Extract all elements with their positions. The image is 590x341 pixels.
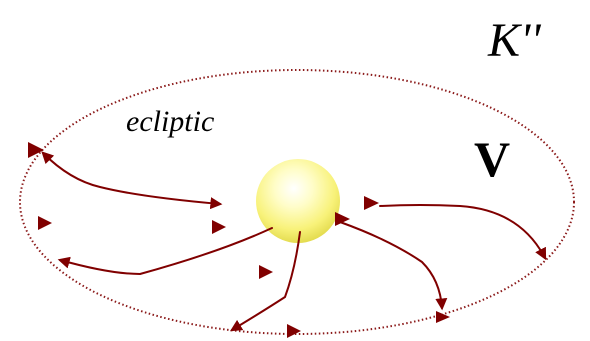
triangle-arrowhead-icon [287,324,301,338]
triangle-arrowhead-icon [212,220,226,234]
triangle-arrowhead-icon [38,216,52,230]
triangle-arrowhead-icon [335,212,350,226]
trajectories [41,151,547,332]
triangle-arrowhead-icon [364,196,379,210]
trajectory-left-lower [57,227,273,276]
region-label: V [474,131,510,187]
ecliptic-label: ecliptic [126,105,214,138]
sun-sphere-icon [256,159,340,243]
triangle-arrowhead-icon [28,142,44,158]
ecliptic-boundary [19,69,575,335]
triangle-arrowhead-icon [259,265,273,279]
trajectory-bottom-right [339,221,448,311]
trajectory-right [379,204,547,261]
trajectory-bottom-left [229,231,301,332]
triangle-arrowhead-icon [436,311,450,323]
arrowheads [28,142,450,338]
frame-label: K'' [487,14,541,67]
trajectory-upper-left [41,151,223,210]
